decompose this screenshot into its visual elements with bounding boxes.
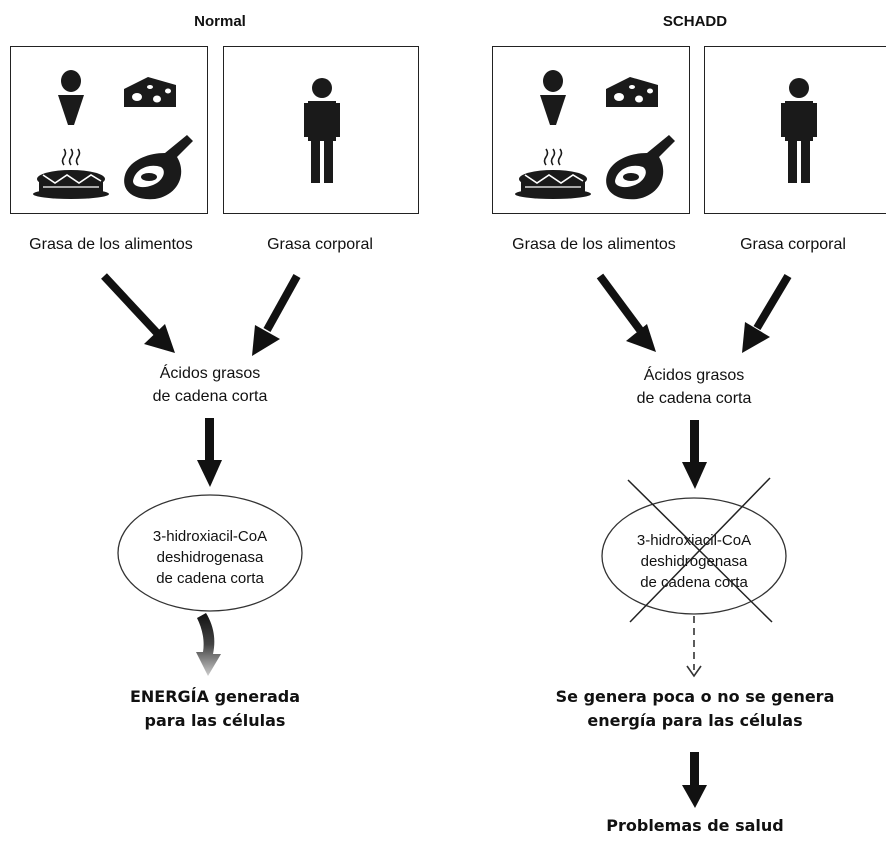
food-icons-right	[515, 70, 675, 200]
health-problems-label: Problemas de salud	[606, 816, 784, 835]
body-box-right	[704, 46, 886, 214]
fatty-acids-label-right: Ácidos grasos de cadena corta	[636, 367, 752, 407]
arrow-body-to-acids-right	[742, 273, 792, 353]
energy-result-left: ENERGÍA generada para las células	[129, 687, 301, 730]
food-box-left	[10, 46, 208, 214]
enzyme-label-right: 3-hidroxiacil-CoA deshidrogenasa de cade…	[636, 532, 752, 591]
arrow-body-to-acids-left	[252, 274, 301, 356]
arrow-to-health-problems	[682, 752, 707, 808]
person-icon-left	[304, 78, 340, 183]
schadd-title: SCHADD	[662, 13, 728, 30]
fatty-acids-label-left: Ácidos grasos de cadena corta	[152, 365, 268, 405]
person-icon	[304, 78, 340, 183]
person-icon	[781, 78, 817, 183]
arrow-food-to-acids-right	[596, 273, 656, 352]
arrow-enzyme-to-energy-left	[196, 613, 221, 676]
cheese-icon	[606, 77, 658, 107]
person-icon-right	[781, 78, 817, 183]
food-icons-left	[33, 70, 193, 200]
dashed-arrow-right	[686, 616, 702, 678]
pie-icon	[33, 148, 109, 199]
normal-title: Normal	[194, 13, 246, 30]
arrow-food-to-acids-left	[101, 273, 175, 353]
food-fat-label-right: Grasa de los alimentos	[512, 236, 676, 253]
ice-cream-cone-icon	[58, 70, 84, 125]
body-box-left	[223, 46, 419, 214]
low-energy-result-right: Se genera poca o no se genera energía pa…	[555, 687, 835, 730]
cheese-icon	[124, 77, 176, 107]
steak-icon	[606, 135, 675, 200]
steak-icon	[124, 135, 193, 200]
arrow-acids-to-enzyme-right	[682, 420, 707, 489]
pie-icon	[515, 148, 591, 199]
body-fat-label-right: Grasa corporal	[740, 236, 846, 253]
food-box-right	[492, 46, 690, 214]
enzyme-label-left: 3-hidroxiacil-CoA deshidrogenasa de cade…	[152, 528, 268, 587]
ice-cream-cone-icon	[540, 70, 566, 125]
body-fat-label-left: Grasa corporal	[267, 236, 373, 253]
food-fat-label-left: Grasa de los alimentos	[29, 236, 193, 253]
arrow-acids-to-enzyme-left	[197, 418, 222, 487]
